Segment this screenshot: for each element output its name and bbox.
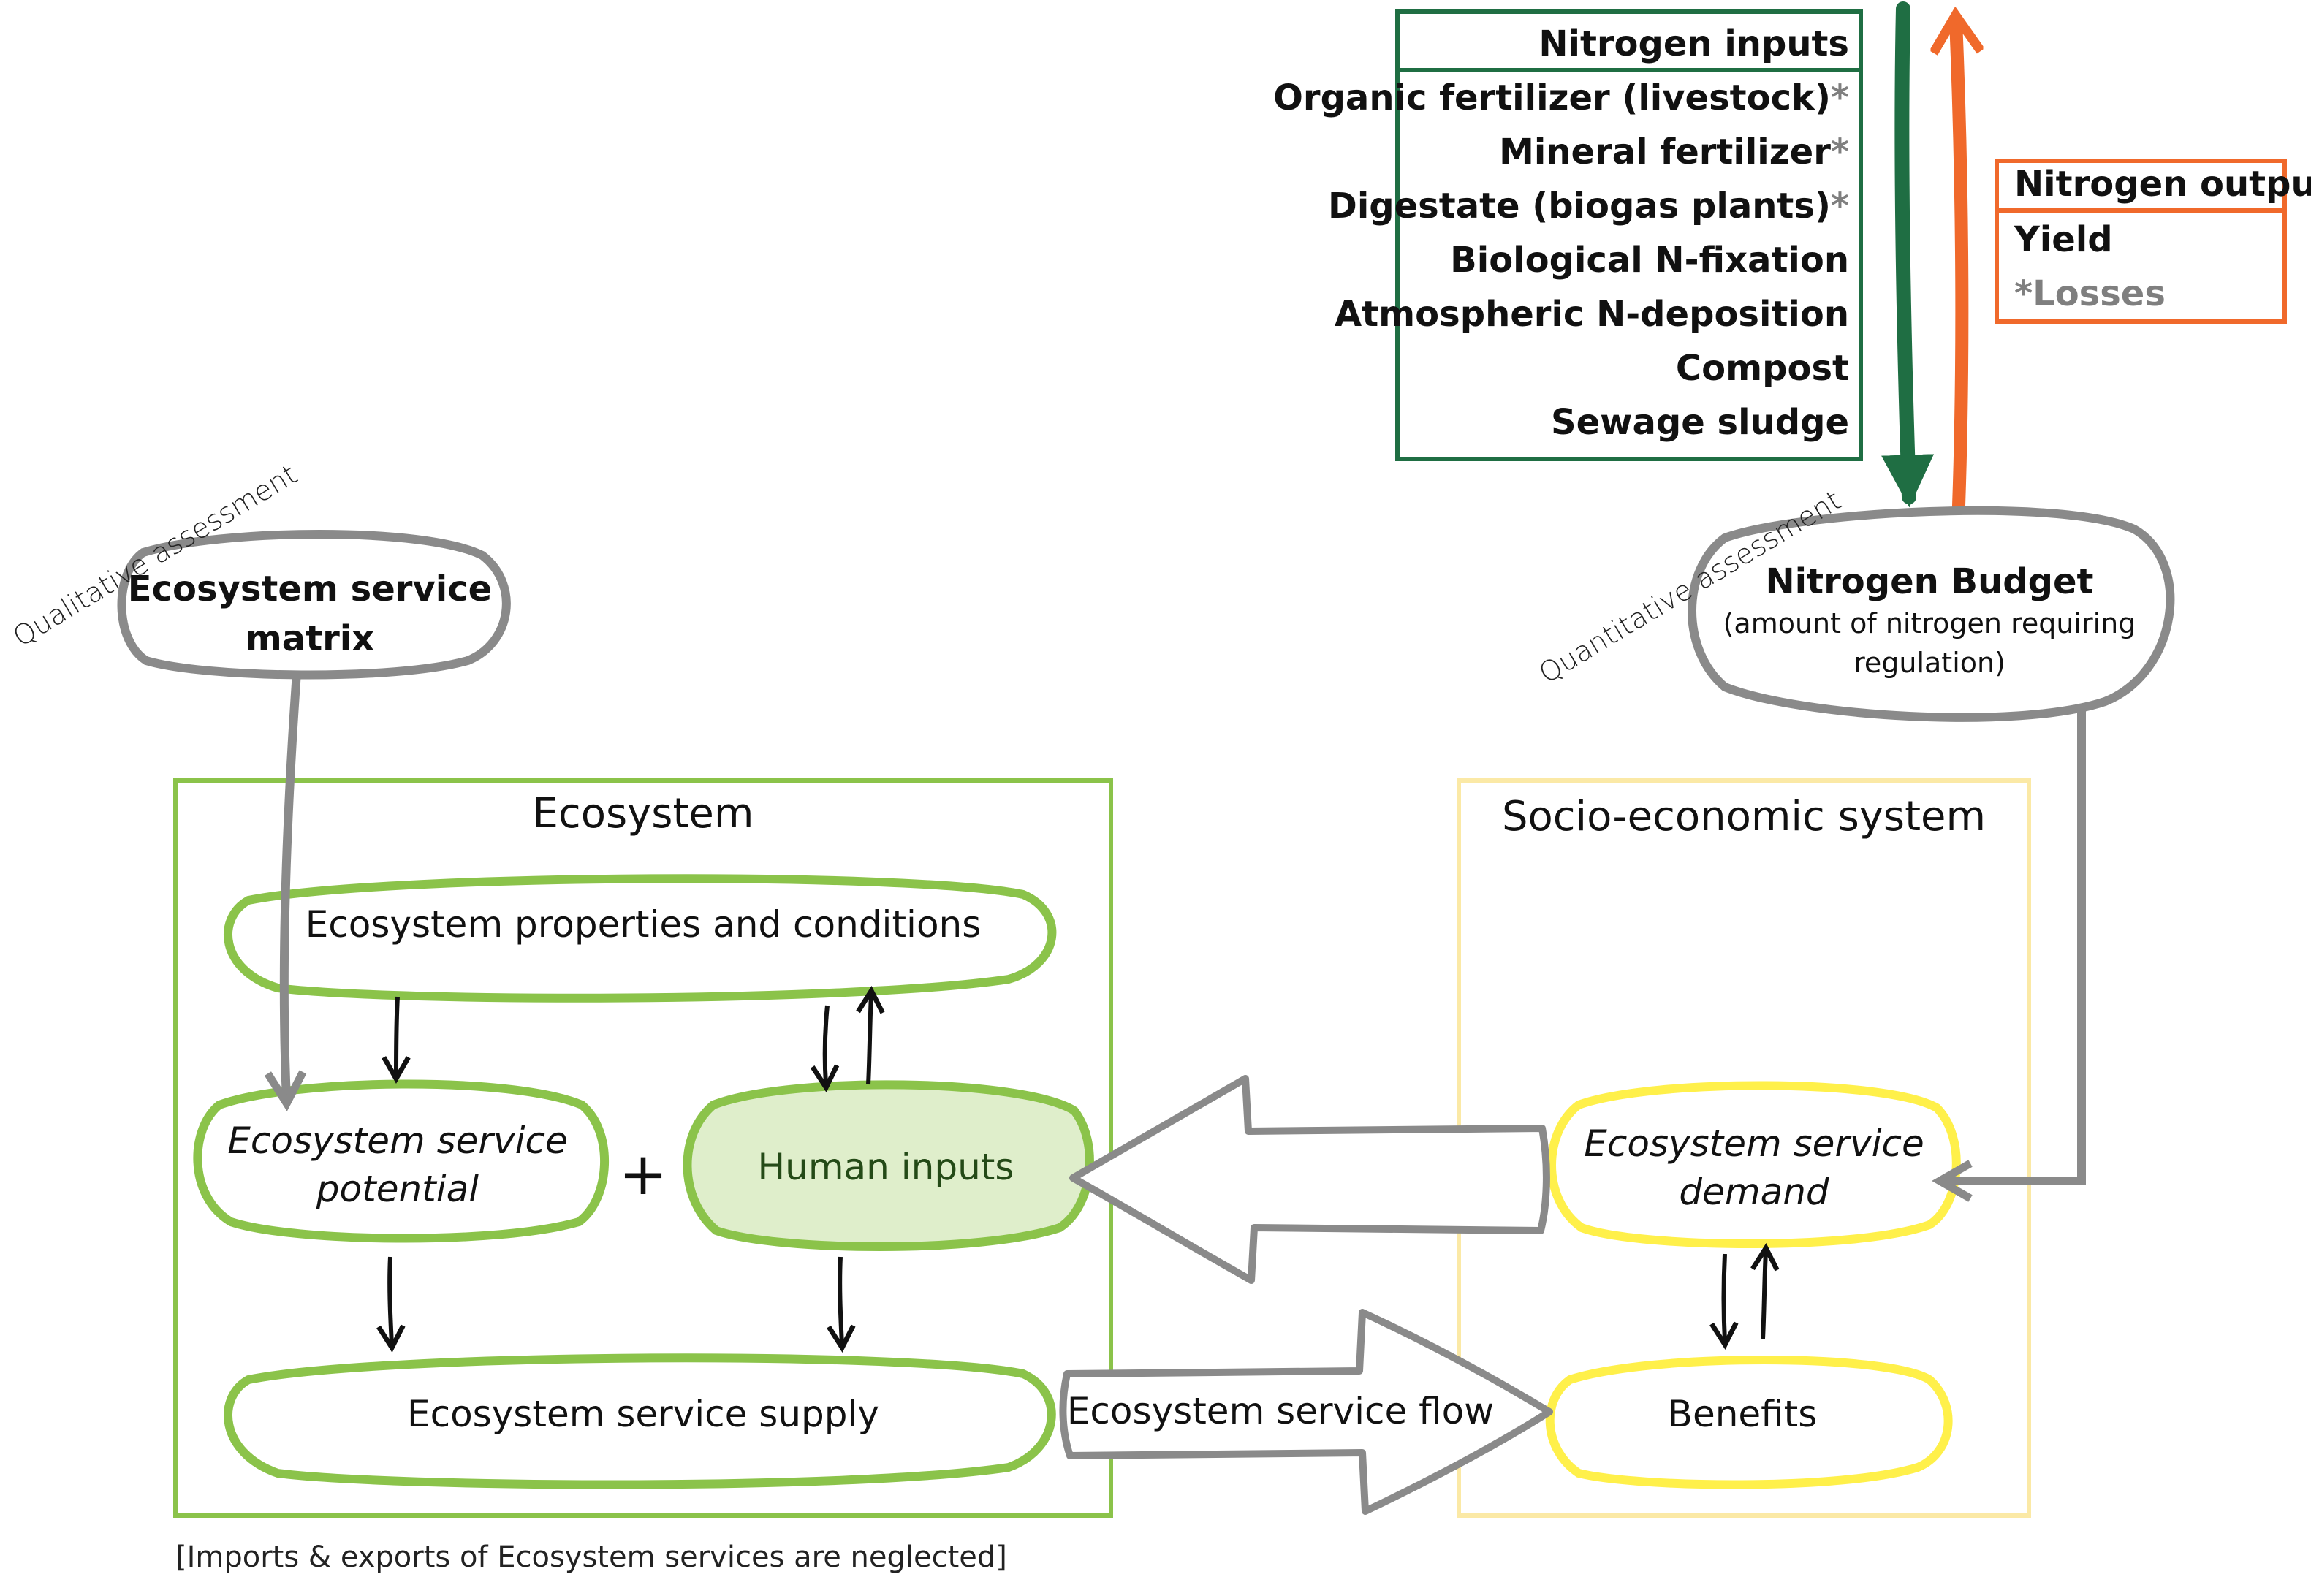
ecosystem-title: Ecosystem <box>533 790 754 837</box>
ecosystem-service-flow-label: Ecosystem service flow <box>1067 1390 1494 1432</box>
matrix-line1: Ecosystem service <box>128 569 492 609</box>
ecosystem-properties-blob <box>224 874 1057 1003</box>
nitrogen-budget-line2: regulation) <box>1853 647 2005 679</box>
input-item: Mineral fertilizer* <box>1499 132 1849 172</box>
nitrogen-inputs-title: Nitrogen inputs <box>1538 23 1849 64</box>
arrow-benefits-to-demand <box>1750 1243 1780 1340</box>
arrow-potential-to-supply <box>376 1256 406 1353</box>
demand-line2: demand <box>1679 1171 1829 1213</box>
nitrogen-budget-title: Nitrogen Budget <box>1766 561 2094 602</box>
matrix-line2: matrix <box>246 618 374 659</box>
arrow-budget-to-demand <box>1932 704 2087 1202</box>
benefits-label: Benefits <box>1668 1393 1818 1435</box>
demand-line1: Ecosystem service <box>1584 1122 1924 1165</box>
nitrogen-budget-line1: (amount of nitrogen requiring <box>1723 607 2136 639</box>
ecosystem-supply-blob <box>224 1353 1056 1489</box>
nitrogen-outputs-table: Nitrogen outputs Yield *Losses <box>1995 159 2311 324</box>
input-item: Compost <box>1676 348 1849 389</box>
human-inputs-blob <box>683 1080 1094 1251</box>
ecosystem-supply-label: Ecosystem service supply <box>407 1393 879 1435</box>
arrow-properties-to-potential <box>382 996 411 1084</box>
arrow-human-to-supply <box>827 1256 856 1353</box>
footnote: [Imports & exports of Ecosystem services… <box>175 1540 1007 1574</box>
output-losses: *Losses <box>2014 273 2166 314</box>
input-item: Sewage sludge <box>1551 402 1849 443</box>
human-inputs-label: Human inputs <box>758 1146 1014 1188</box>
plus-sign: + <box>618 1140 667 1208</box>
nitrogen-budget-blob <box>1688 506 2175 722</box>
ecosystem-box <box>173 778 1113 1518</box>
ecosystem-properties-label: Ecosystem properties and conditions <box>306 903 982 946</box>
nitrogen-outputs-arrow <box>1956 20 1962 512</box>
ecosystem-potential-blob <box>193 1079 610 1243</box>
potential-line1: Ecosystem service <box>227 1120 567 1162</box>
arrow-demand-to-benefits <box>1709 1253 1739 1350</box>
nitrogen-inputs-arrow <box>1881 1 1935 508</box>
arrow-demand-to-human-inputs <box>1069 1075 1550 1284</box>
service-demand-blob <box>1547 1081 1961 1248</box>
nitrogen-inputs-table: Nitrogen inputs Organic fertilizer (live… <box>1273 10 1863 461</box>
nitrogen-outputs-title: Nitrogen outputs <box>2014 164 2311 205</box>
ecosystem-service-flow-arrow <box>1059 1309 1553 1515</box>
input-item: Organic fertilizer (livestock)* <box>1273 77 1849 118</box>
arrow-properties-to-human <box>810 1005 840 1092</box>
input-item: Atmospheric N-deposition <box>1335 294 1849 335</box>
input-item: Digestate (biogas plants)* <box>1328 186 1849 227</box>
benefits-blob <box>1545 1356 1953 1489</box>
arrow-matrix-to-potential <box>264 672 307 1112</box>
arrow-human-to-properties <box>856 986 885 1085</box>
input-item: Biological N-fixation <box>1450 240 1849 281</box>
matrix-blob <box>117 530 511 680</box>
socio-economic-title: Socio-economic system <box>1502 793 1986 840</box>
potential-line2: potential <box>316 1168 479 1210</box>
output-yield: Yield <box>2014 219 2113 260</box>
